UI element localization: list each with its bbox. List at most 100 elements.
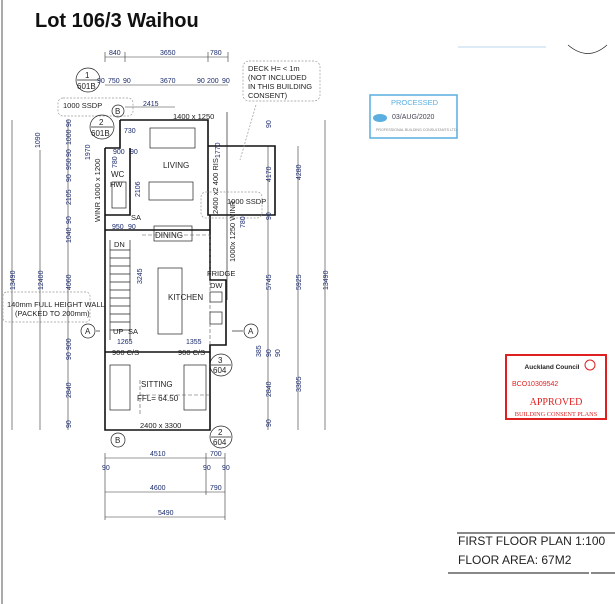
hw-label: HW: [110, 180, 123, 189]
svg-text:BCO10309542: BCO10309542: [512, 381, 558, 388]
sink: [209, 291, 223, 303]
dining-table: [153, 225, 193, 242]
section-marker-b-top[interactable]: B: [111, 104, 125, 118]
svg-text:385: 385: [256, 345, 263, 357]
svg-text:90: 90: [66, 420, 73, 428]
ffl-level: FFL= 64.50: [137, 394, 179, 403]
dim-left-inner: 90 1000 90 950 90 2105 90 1040 4060 900 …: [66, 119, 73, 428]
dim-bottom: 4600: [150, 485, 166, 492]
sa-label: SA: [131, 213, 141, 222]
cooktop: [209, 311, 223, 325]
pbc-logo-icon: [373, 114, 387, 122]
dim-top2: 90: [197, 78, 205, 85]
svg-text:90: 90: [66, 216, 73, 224]
svg-text:5925: 5925: [296, 274, 303, 290]
window-wc: WINR 1000 x 1200: [93, 159, 102, 222]
svg-text:A: A: [85, 327, 91, 336]
cs-left: 900 C/S: [112, 348, 139, 357]
ssdp-top: 1000 SSDP: [63, 101, 102, 110]
svg-text:3305: 3305: [296, 376, 303, 392]
svg-text:4280: 4280: [296, 164, 303, 180]
sofa-living-top: [149, 127, 196, 149]
svg-text:1770: 1770: [215, 142, 222, 158]
toilet-room-fixtures: [111, 181, 127, 209]
council-approval-stamp: Auckland Council BCO10309542 APPROVED BU…: [505, 354, 607, 420]
window-kitchen: 1000x 1250 WINR: [228, 200, 237, 262]
svg-text:730: 730: [124, 128, 136, 135]
svg-text:DECK H= < 1m: DECK H= < 1m: [248, 64, 300, 73]
svg-text:90: 90: [275, 349, 282, 357]
sofa-living-bottom: [148, 181, 194, 201]
dim-left-mid: 12400: [38, 270, 45, 290]
svg-text:1970: 1970: [85, 144, 92, 160]
dim-interior: 900 90 780 730 1970 2106 950 90 3245 126…: [85, 128, 247, 346]
floor-area: FLOOR AREA: 67M2: [458, 553, 572, 567]
callout-2-601B[interactable]: 2 601B: [89, 114, 115, 140]
svg-text:90: 90: [66, 119, 73, 127]
svg-text:90: 90: [66, 149, 73, 157]
dimension-lines: [11, 52, 326, 520]
wall-note: (PACKED TO 200mm): [15, 309, 90, 318]
svg-text:(NOT INCLUDED: (NOT INCLUDED: [248, 73, 307, 82]
svg-text:Auckland Council: Auckland Council: [525, 364, 580, 371]
svg-text:3245: 3245: [137, 268, 144, 284]
svg-text:90: 90: [266, 120, 273, 128]
svg-text:BUILDING CONSENT PLANS: BUILDING CONSENT PLANS: [515, 411, 598, 418]
sofa-sitting-left: [109, 364, 131, 411]
svg-text:3: 3: [218, 356, 223, 365]
dim-bottom: 5490: [158, 510, 174, 517]
section-marker-a-left[interactable]: A: [80, 323, 96, 339]
sofa-sitting-right: [183, 364, 207, 411]
room-dining: DINING: [155, 231, 183, 240]
svg-text:90: 90: [128, 224, 136, 231]
room-living: LIVING: [163, 161, 189, 170]
svg-text:4060: 4060: [66, 274, 73, 290]
svg-text:2105: 2105: [66, 189, 73, 205]
svg-text:B: B: [115, 436, 120, 445]
svg-text:IN THIS BUILDING: IN THIS BUILDING: [248, 82, 312, 91]
svg-text:90: 90: [266, 349, 273, 357]
svg-text:601B: 601B: [77, 82, 96, 91]
svg-text:950: 950: [66, 158, 73, 170]
svg-text:2: 2: [99, 118, 104, 127]
svg-text:601B: 601B: [91, 129, 110, 138]
svg-text:780: 780: [112, 156, 119, 168]
north-arc-icon: [567, 44, 608, 54]
svg-text:5745: 5745: [266, 274, 273, 290]
svg-text:90: 90: [66, 174, 73, 182]
drawing-title: Lot 106/3 Waihou: [35, 10, 199, 32]
pohutukawa-logo-icon: [584, 359, 596, 371]
dim-bottom: 700: [210, 451, 222, 458]
plan-title: FIRST FLOOR PLAN 1:100: [458, 534, 605, 548]
dim-1090: 1090: [35, 132, 42, 148]
svg-text:4170: 4170: [266, 166, 273, 182]
section-marker-a-right[interactable]: A: [243, 323, 259, 339]
svg-text:2106: 2106: [135, 181, 142, 197]
dim-bottom: 90: [222, 465, 230, 472]
dim-2415: 2415: [143, 101, 159, 108]
dim-top: 840: [109, 50, 121, 57]
svg-text:2: 2: [218, 428, 223, 437]
svg-text:950: 950: [112, 224, 124, 231]
dim-bottom: 790: [210, 485, 222, 492]
svg-text:1040: 1040: [66, 227, 73, 243]
svg-text:PROCESSED: PROCESSED: [391, 98, 439, 107]
section-marker-b-bottom[interactable]: B: [110, 432, 126, 448]
dim-top: 780: [210, 50, 222, 57]
svg-text:B: B: [115, 107, 120, 116]
ris-label: 2400 x2 400 RIS: [211, 158, 220, 214]
window-top: 1400 x 1250: [173, 112, 214, 121]
svg-text:90: 90: [66, 352, 73, 360]
dw-label: DW: [210, 281, 223, 290]
ssdp-deck: 1000 SSDP: [227, 197, 266, 206]
stairs: [110, 249, 130, 331]
dim-top2: 90: [123, 78, 131, 85]
window-sitting: 2400 x 3300: [140, 421, 181, 430]
svg-text:A: A: [248, 327, 254, 336]
sa-label: SA: [128, 327, 138, 336]
svg-text:1000: 1000: [66, 129, 73, 145]
